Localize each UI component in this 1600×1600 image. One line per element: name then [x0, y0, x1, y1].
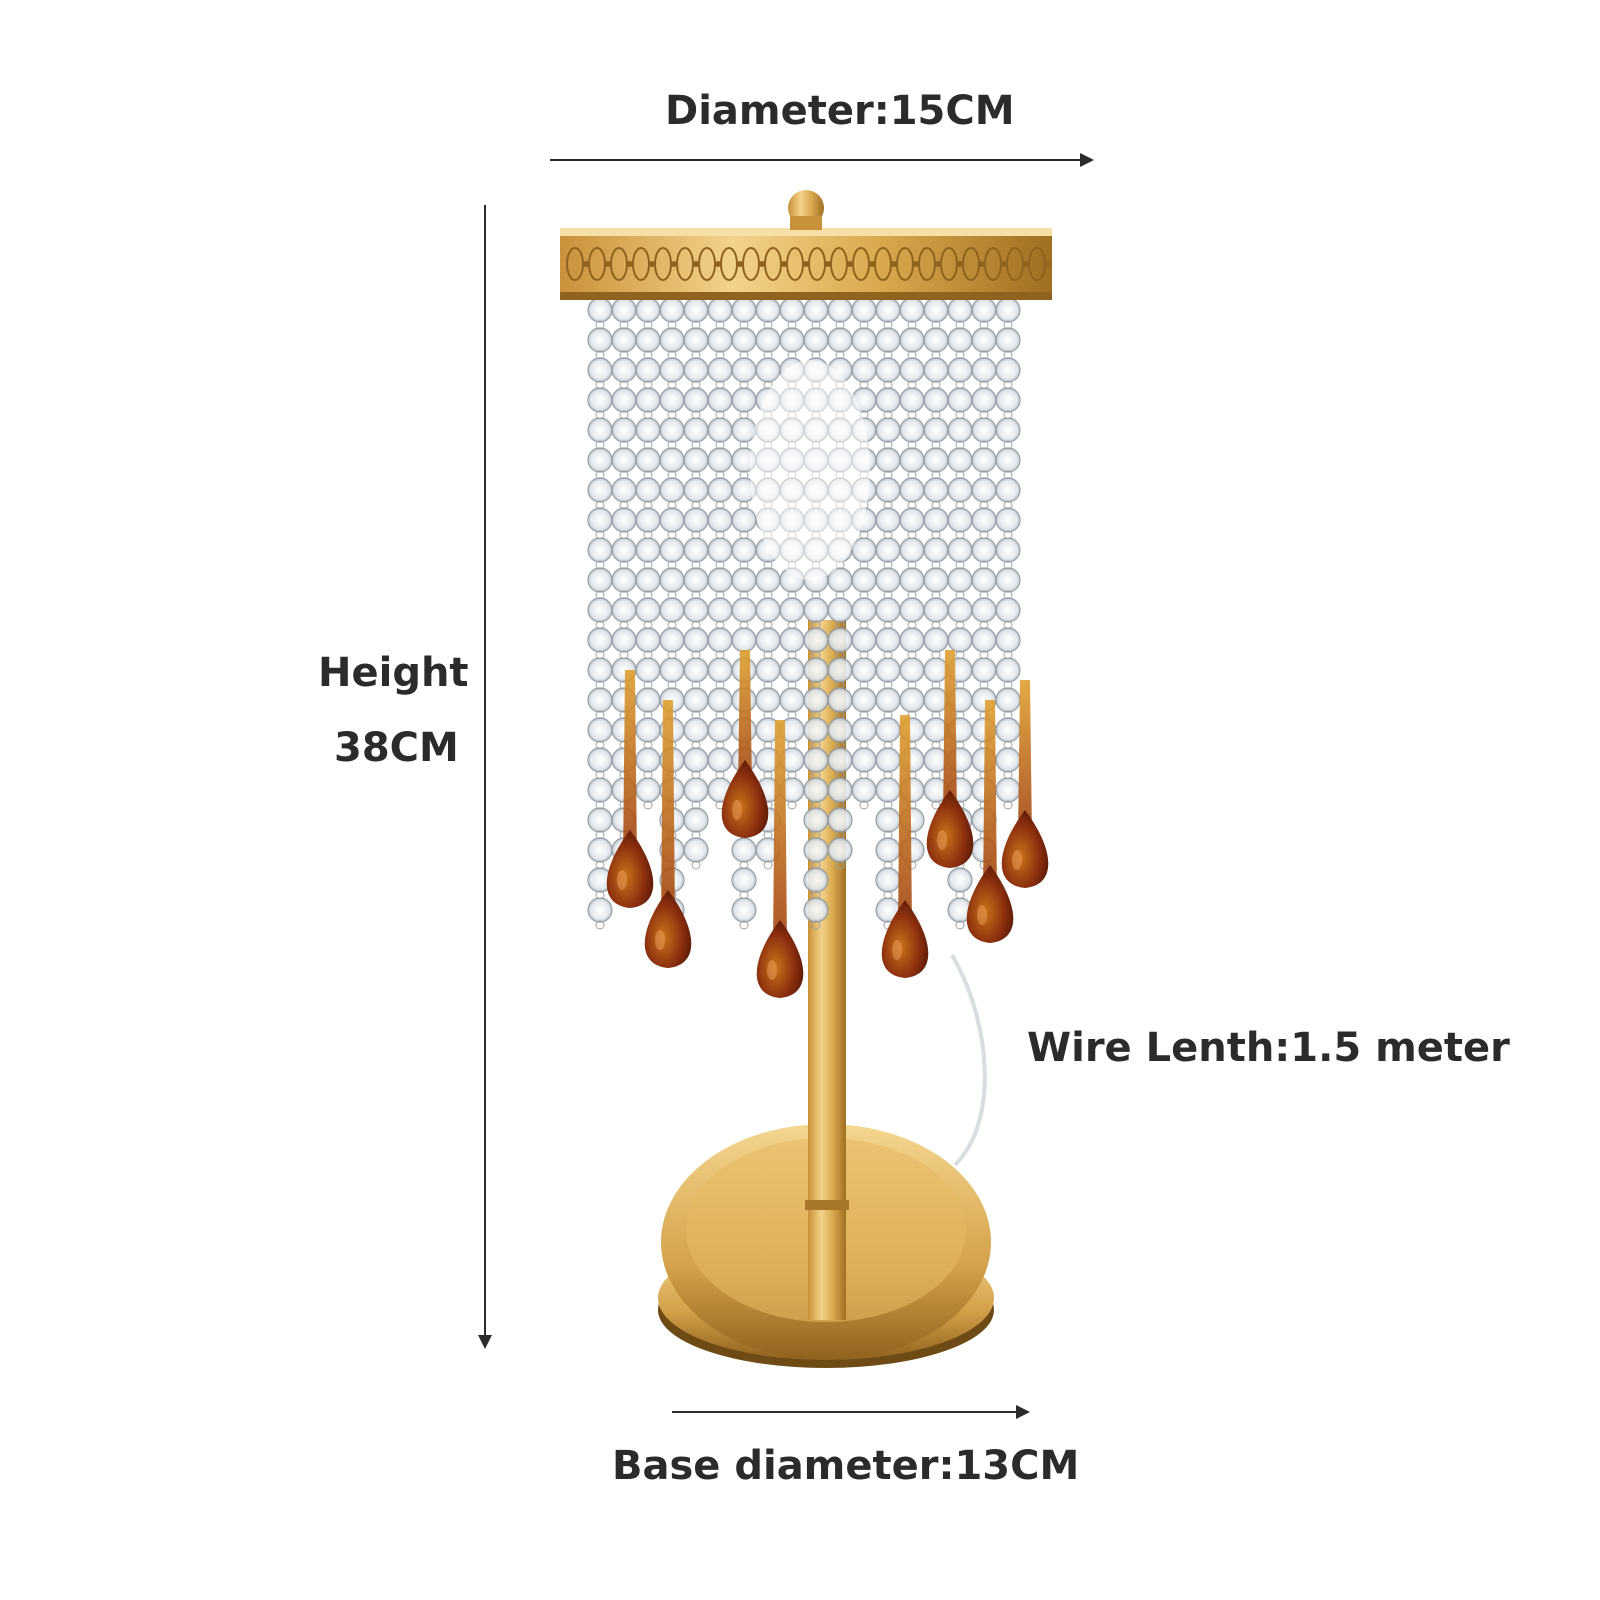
crystal-curtain: [587, 297, 1021, 930]
diameter-arrow: [550, 153, 1094, 167]
lamp-top-ring: [560, 190, 1052, 300]
wire-length-label: Wire Lenth:1.5 meter: [1027, 1025, 1510, 1071]
amber-drops: [606, 650, 1049, 998]
base-diameter-label: Base diameter:13CM: [612, 1443, 1080, 1489]
height-arrow: [478, 205, 492, 1349]
height-label: Height: [318, 650, 469, 696]
base-diameter-arrow: [672, 1405, 1030, 1419]
height-value-label: 38CM: [334, 725, 459, 771]
power-wire: [950, 953, 987, 1167]
diameter-label: Diameter:15CM: [665, 88, 1015, 134]
